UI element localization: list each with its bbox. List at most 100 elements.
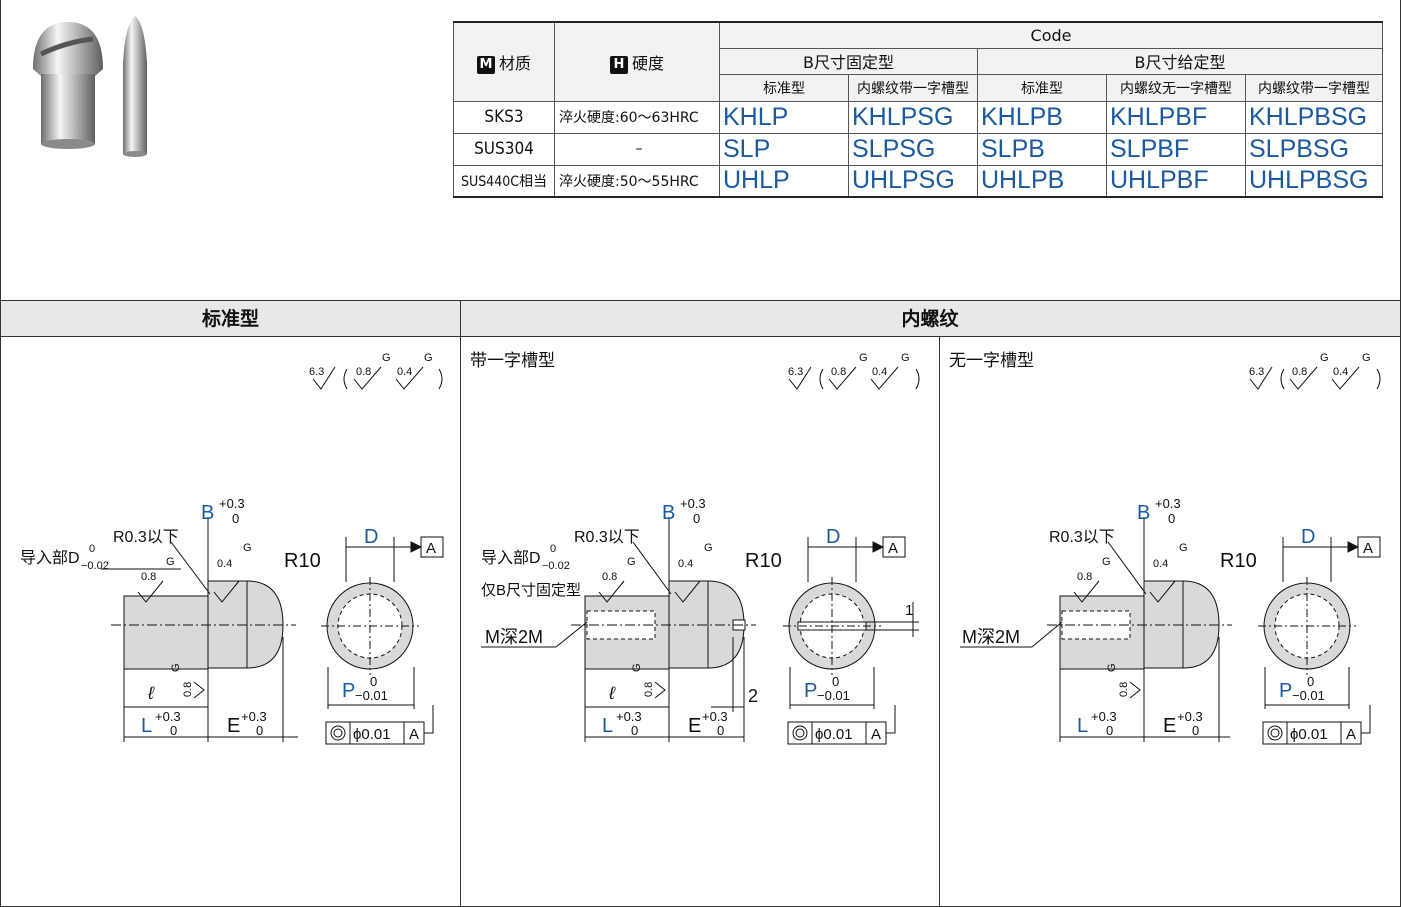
svg-text:仅B尺寸固定型: 仅B尺寸固定型 [481, 582, 581, 599]
sub-header: 内螺纹无一字槽型 [1106, 73, 1246, 102]
svg-text:−0.01: −0.01 [817, 688, 850, 703]
svg-text:0.4: 0.4 [872, 366, 887, 378]
noslot-subtitle: 无一字槽型 [949, 351, 1034, 371]
svg-text:L: L [1077, 715, 1088, 737]
svg-text:G: G [382, 352, 391, 364]
code-cell[interactable]: UHLPSG [848, 164, 978, 198]
svg-text:E: E [227, 715, 240, 737]
noslot-drawing: 6.3 0.8 0.4 G G 0.8 0.4 G G B +0.3 0 R0.… [960, 352, 1381, 745]
code-cell[interactable]: UHLPBF [1106, 164, 1246, 198]
svg-text:0.4: 0.4 [397, 366, 412, 378]
svg-text:−0.01: −0.01 [1292, 688, 1325, 703]
svg-text:0: 0 [693, 511, 700, 526]
svg-text:−0.01: −0.01 [355, 688, 388, 703]
material-cell: SKS3 [453, 100, 555, 134]
svg-text:G: G [901, 352, 910, 364]
svg-text:6.3: 6.3 [309, 366, 324, 378]
svg-text:0: 0 [232, 511, 239, 526]
svg-text:G: G [170, 663, 182, 672]
svg-text:0: 0 [717, 723, 724, 738]
svg-text:G: G [1179, 542, 1188, 554]
code-cell[interactable]: KHLPSG [848, 100, 978, 134]
svg-text:2: 2 [748, 686, 758, 706]
svg-text:0: 0 [631, 723, 638, 738]
svg-text:G: G [1320, 352, 1329, 364]
svg-text:R0.3以下: R0.3以下 [574, 529, 640, 546]
svg-text:ℓ: ℓ [147, 683, 155, 703]
code-cell[interactable]: UHLPB [977, 164, 1107, 198]
svg-text:M深2M: M深2M [962, 627, 1020, 647]
svg-text:P: P [804, 680, 817, 702]
svg-text:−0.02: −0.02 [542, 560, 570, 572]
hardness-cell: 淬火硬度:60～63HRC [554, 100, 720, 134]
svg-text:0: 0 [1168, 511, 1175, 526]
svg-text:0.4: 0.4 [217, 558, 232, 570]
code-cell[interactable]: SLPSG [848, 132, 978, 166]
code-cell[interactable]: SLPBSG [1245, 132, 1383, 166]
svg-text:P: P [1279, 680, 1292, 702]
svg-text:R0.3以下: R0.3以下 [1049, 529, 1115, 546]
material-cell: SUS304 [453, 132, 555, 166]
hardness-cell: 淬火硬度:50～55HRC [554, 164, 720, 198]
svg-text:G: G [1106, 663, 1118, 672]
code-cell[interactable]: KHLPB [977, 100, 1107, 134]
svg-text:ϕ0.01: ϕ0.01 [815, 726, 853, 743]
code-cell[interactable]: SLP [719, 132, 849, 166]
svg-text:G: G [1102, 556, 1111, 568]
svg-text:+0.3: +0.3 [1091, 709, 1117, 724]
svg-text:R0.3以下: R0.3以下 [113, 529, 179, 546]
code-cell[interactable]: SLPBF [1106, 132, 1246, 166]
standard-header: 标准型 [0, 300, 460, 337]
svg-text:B: B [201, 502, 214, 524]
svg-text:0: 0 [1192, 723, 1199, 738]
svg-text:0.4: 0.4 [1333, 366, 1348, 378]
svg-text:−0.02: −0.02 [81, 560, 109, 572]
drawings-section: 标准型 内螺纹 带一字槽型 无一字槽型 [0, 300, 1401, 907]
svg-text:0.8: 0.8 [141, 571, 156, 583]
code-cell[interactable]: KHLPBF [1106, 100, 1246, 134]
svg-text:ϕ0.01: ϕ0.01 [353, 726, 391, 743]
slot-drawing: 6.3 0.8 0.4 G G 0.8 0.4 G G B +0.3 0 R0.… [481, 352, 920, 745]
svg-text:0.4: 0.4 [678, 558, 693, 570]
svg-text:0: 0 [1307, 674, 1314, 689]
svg-text:L: L [141, 715, 152, 737]
svg-text:+0.3: +0.3 [241, 709, 267, 724]
svg-text:B: B [1137, 502, 1150, 524]
svg-text:A: A [1363, 540, 1373, 557]
code-cell[interactable]: UHLP [719, 164, 849, 198]
sub-header: 标准型 [977, 73, 1107, 102]
svg-text:B: B [662, 502, 675, 524]
slot-subtitle: 带一字槽型 [470, 351, 555, 371]
svg-text:P: P [342, 680, 355, 702]
svg-text:+0.3: +0.3 [680, 496, 706, 511]
svg-text:0.4: 0.4 [1153, 558, 1168, 570]
m-badge: M [476, 55, 495, 74]
svg-text:0.8: 0.8 [356, 366, 371, 378]
svg-text:+0.3: +0.3 [1177, 709, 1203, 724]
code-cell[interactable]: SLPB [977, 132, 1107, 166]
code-cell[interactable]: UHLPBSG [1245, 164, 1383, 198]
svg-text:A: A [871, 726, 881, 743]
svg-text:A: A [426, 540, 436, 557]
svg-text:导入部D: 导入部D [20, 549, 80, 567]
svg-text:A: A [888, 540, 898, 557]
code-cell[interactable]: KHLPBSG [1245, 100, 1383, 134]
svg-text:0.8: 0.8 [1118, 682, 1130, 697]
code-cell[interactable]: KHLP [719, 100, 849, 134]
svg-text:G: G [166, 556, 175, 568]
svg-text:0: 0 [550, 543, 556, 555]
svg-text:ℓ: ℓ [608, 683, 616, 703]
svg-text:M深2M: M深2M [485, 627, 543, 647]
internal-header: 内螺纹 [460, 300, 1401, 337]
svg-text:0: 0 [170, 723, 177, 738]
table-row: SUS304 – SLP SLPSG SLPB SLPBF SLPBSG [453, 132, 1383, 166]
svg-text:D: D [364, 526, 378, 548]
sub-header: 内螺纹带一字槽型 [1245, 73, 1383, 102]
svg-text:A: A [409, 726, 419, 743]
table-row: SKS3 淬火硬度:60～63HRC KHLP KHLPSG KHLPB KHL… [453, 100, 1383, 134]
svg-text:0.8: 0.8 [1077, 571, 1092, 583]
table-row: SUS440C相当 淬火硬度:50～55HRC UHLP UHLPSG UHLP… [453, 164, 1383, 198]
